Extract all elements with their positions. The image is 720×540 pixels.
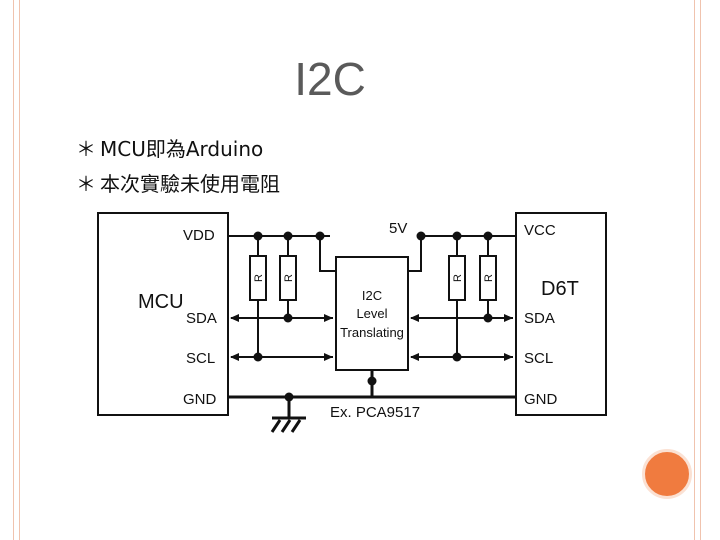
d6t-block <box>515 212 607 416</box>
translator-line-3: Translating <box>340 325 404 340</box>
d6t-pin-gnd: GND <box>524 391 558 408</box>
vcc-rail <box>408 235 516 272</box>
decorative-circle <box>642 449 692 499</box>
d6t-pin-vcc: VCC <box>524 222 556 239</box>
bullet-resistor: ＊本次實驗未使用電阻 <box>76 168 280 197</box>
bullet-text: MCU即為Arduino <box>100 137 264 161</box>
resistor-label: R <box>253 274 265 282</box>
d6t-pin-sda: SDA <box>524 310 555 327</box>
bullet-mcu: ＊MCU即為Arduino <box>76 133 263 162</box>
frame-line-left <box>13 0 14 540</box>
translator-line-2: Level <box>356 306 387 321</box>
d6t-label: D6T <box>541 278 579 300</box>
mcu-label: MCU <box>138 291 184 313</box>
translator-chip <box>335 256 409 371</box>
resistor-label: R <box>483 274 495 282</box>
mcu-block <box>97 212 229 416</box>
bullet-mark: ＊ <box>76 172 96 196</box>
part-label: Ex. PCA9517 <box>330 404 420 421</box>
bullet-text: 本次實驗未使用電阻 <box>100 172 280 196</box>
frame-line-left-inner <box>19 0 20 540</box>
ground-symbol <box>270 416 306 433</box>
mcu-pin-scl: SCL <box>186 350 215 367</box>
bullet-mark: ＊ <box>76 137 96 161</box>
frame-line-right <box>694 0 695 540</box>
resistor-label: R <box>283 274 295 282</box>
mcu-pin-vdd: VDD <box>183 227 215 244</box>
pullup-resistors <box>249 236 497 357</box>
mcu-pin-sda: SDA <box>186 310 217 327</box>
slide-title: I2C <box>294 53 366 105</box>
translator-line-1: I2C <box>362 288 382 303</box>
d6t-pin-scl: SCL <box>524 350 553 367</box>
frame-line-right-inner <box>700 0 701 540</box>
junction-dots <box>253 231 493 402</box>
resistor-label: R <box>452 274 464 282</box>
supply-label: 5V <box>389 220 407 237</box>
vdd-rail <box>228 235 336 272</box>
mcu-pin-gnd: GND <box>183 391 217 408</box>
